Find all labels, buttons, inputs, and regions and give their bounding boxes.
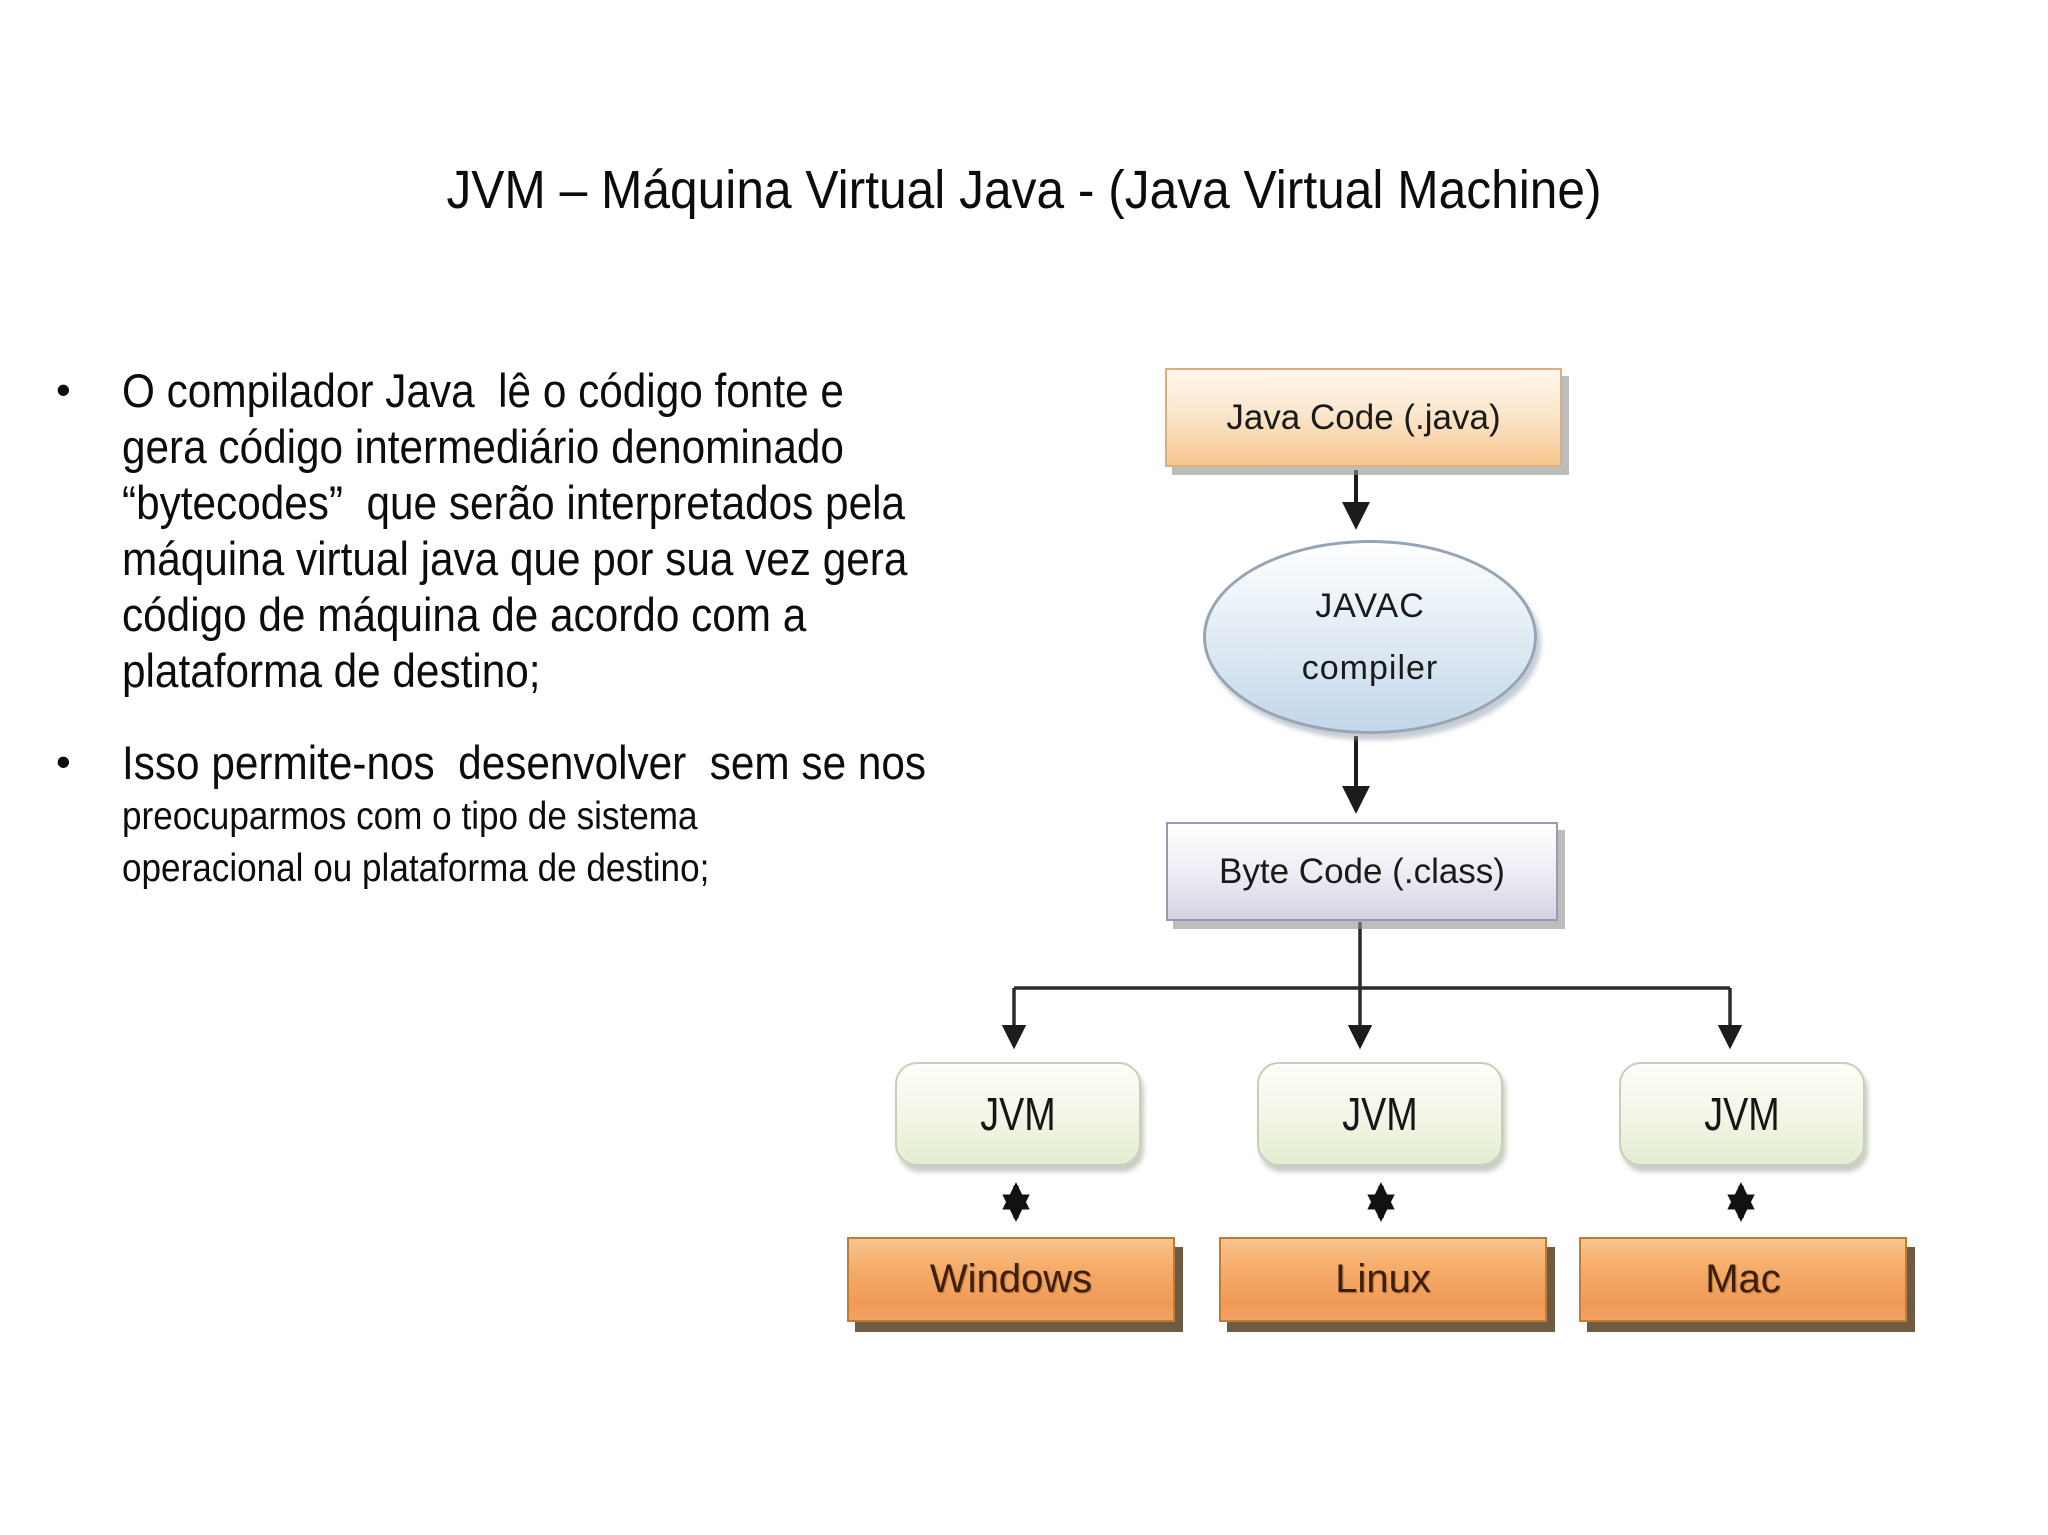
bullet-line: O compilador Java lê o código fonte e bbox=[122, 364, 844, 417]
bullet-line: Isso permite-nos desenvolver sem se nos bbox=[122, 736, 927, 789]
page-title: JVM – Máquina Virtual Java - (Java Virtu… bbox=[446, 160, 1602, 220]
jvm-node-linux: JVM bbox=[1257, 1062, 1503, 1166]
byte-code-node: Byte Code (.class) bbox=[1166, 822, 1558, 921]
javac-label-line1: JAVAC bbox=[1315, 587, 1425, 625]
jvm-node-mac: JVM bbox=[1619, 1062, 1865, 1166]
jvm-label: JVM bbox=[1704, 1088, 1780, 1140]
bullet-line: gera código intermediário denominado bbox=[122, 420, 844, 473]
bullet-line: código de máquina de acordo com a bbox=[122, 588, 807, 641]
bullet-2-text: Isso permite-nos desenvolver sem se nos … bbox=[122, 735, 1015, 895]
java-code-node: Java Code (.java) bbox=[1165, 368, 1562, 467]
bullet-line: preocuparmos com o tipo de sistema bbox=[122, 795, 698, 838]
bullet-line: máquina virtual java que por sua vez ger… bbox=[122, 532, 908, 585]
jvm-node-windows: JVM bbox=[895, 1062, 1141, 1166]
os-node-linux: Linux bbox=[1219, 1237, 1547, 1322]
bullet-line: plataforma de destino; bbox=[122, 644, 541, 697]
bullet-icon: • bbox=[56, 738, 71, 785]
os-label: Mac bbox=[1705, 1257, 1781, 1301]
jvm-label: JVM bbox=[1342, 1088, 1418, 1140]
byte-code-label: Byte Code (.class) bbox=[1219, 851, 1505, 891]
os-label: Windows bbox=[929, 1257, 1093, 1301]
os-node-windows: Windows bbox=[847, 1237, 1175, 1322]
bullet-line: “bytecodes” que serão interpretados pela bbox=[122, 476, 906, 529]
bullet-line: operacional ou plataforma de destino; bbox=[122, 847, 710, 890]
javac-compiler-node: JAVAC compiler bbox=[1203, 540, 1537, 734]
bullet-1-text: O compilador Java lê o código fonte e ge… bbox=[122, 363, 995, 699]
jvm-label: JVM bbox=[980, 1088, 1056, 1140]
os-label: Linux bbox=[1335, 1257, 1431, 1301]
javac-label-line2: compiler bbox=[1301, 649, 1439, 687]
os-node-mac: Mac bbox=[1579, 1237, 1907, 1322]
bullet-icon: • bbox=[56, 366, 71, 413]
java-code-label: Java Code (.java) bbox=[1226, 397, 1501, 437]
